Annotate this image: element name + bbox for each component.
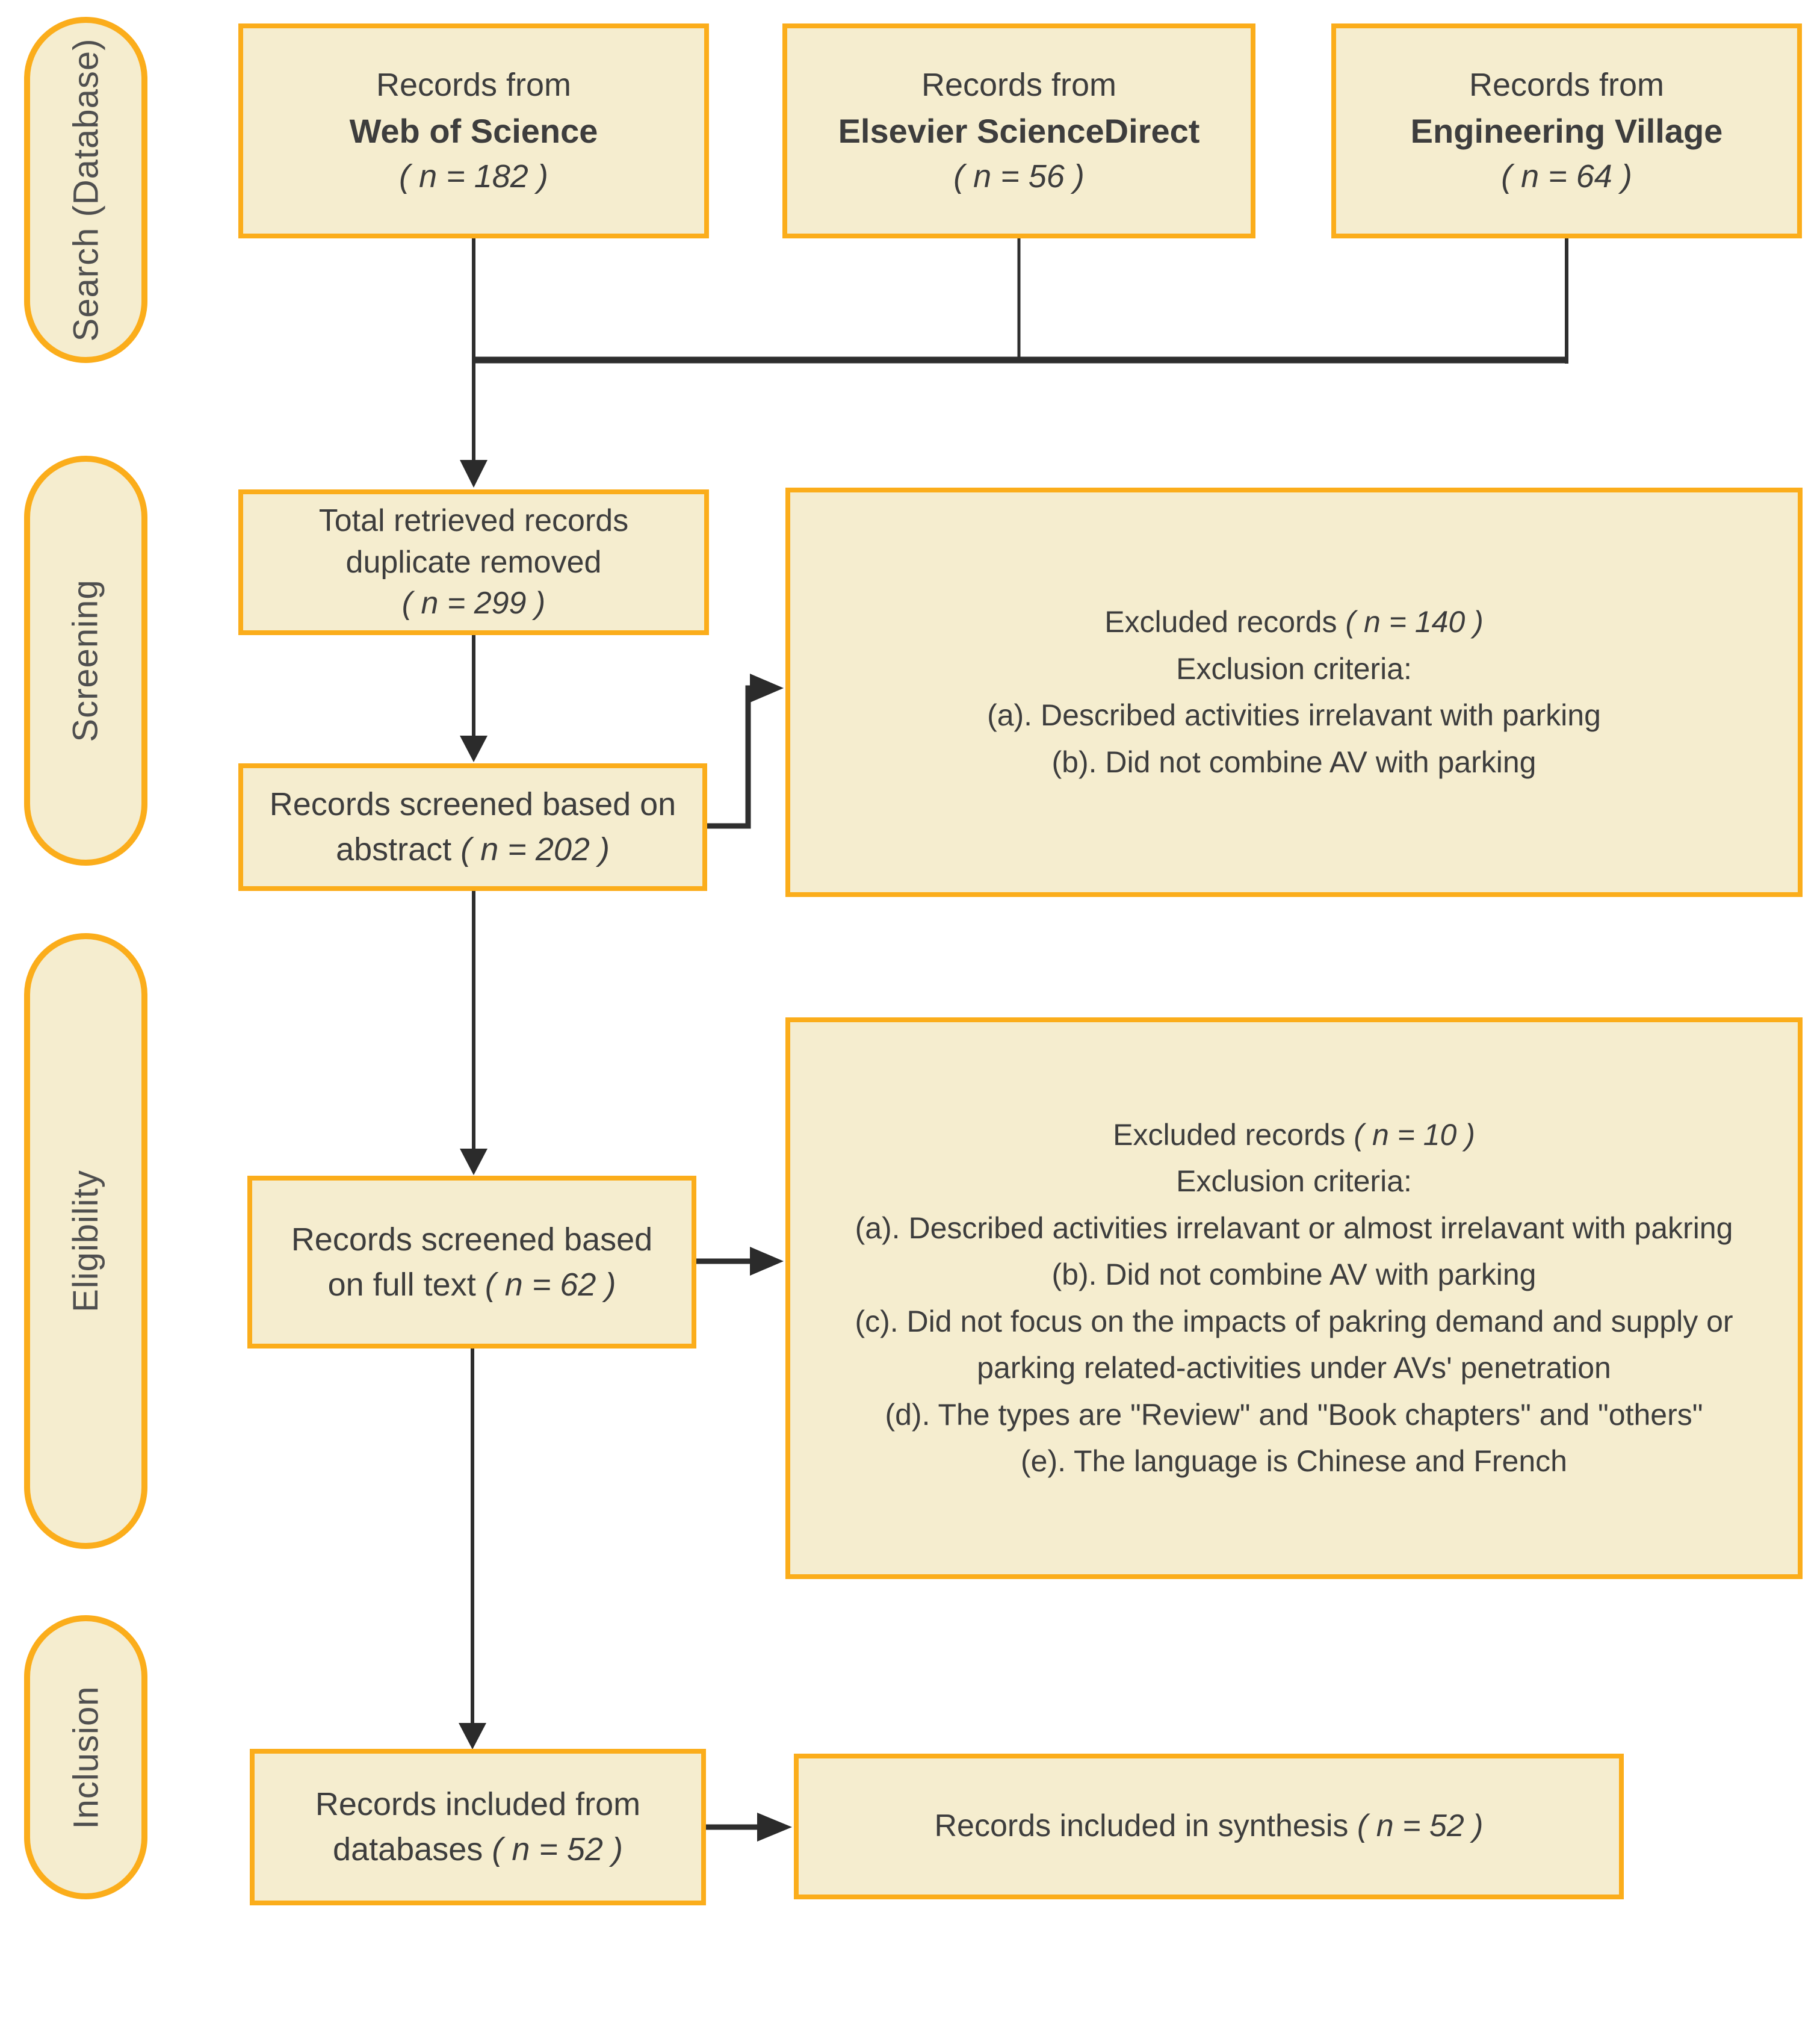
included-count: ( n = 52 ) — [492, 1831, 623, 1867]
excluded1-criterion-a: (a). Described activities irrelavant wit… — [987, 698, 1601, 732]
fulltext-text: Records screened based on full text( n =… — [270, 1217, 673, 1307]
included-label: Records included from databases — [315, 1786, 641, 1867]
excluded1-criterion-b: (b). Did not combine AV with parking — [1051, 745, 1537, 779]
stage-pill-inclusion: Inclusion — [24, 1615, 147, 1899]
source-name: Engineering Village — [1410, 111, 1723, 150]
box-records-elsevier-sciencedirect: Records from Elsevier ScienceDirect ( n … — [782, 23, 1255, 238]
included-text: Records included from databases( n = 52 … — [273, 1782, 683, 1872]
arrowhead-into-fulltext — [460, 1149, 488, 1175]
stage-pill-screening: Screening — [24, 456, 147, 866]
excluded2-count: ( n = 10 ) — [1354, 1117, 1475, 1152]
box-screened-abstract: Records screened based on abstract( n = … — [238, 763, 707, 891]
stage-label-inclusion: Inclusion — [66, 1686, 106, 1829]
stage-pill-eligibility: Eligibility — [24, 933, 147, 1549]
box-screened-fulltext: Records screened based on full text( n =… — [247, 1176, 696, 1348]
synthesis-count: ( n = 52 ) — [1357, 1808, 1484, 1844]
stage-label-eligibility: Eligibility — [66, 1170, 106, 1312]
source-count: ( n = 64 ) — [1501, 158, 1632, 195]
source-line1: Records from — [1469, 67, 1665, 104]
source-line1: Records from — [376, 67, 572, 104]
box-excluded-records-fulltext: Excluded records( n = 10 ) Exclusion cri… — [785, 1017, 1803, 1579]
total-line1: Total retrieved records — [318, 503, 629, 539]
arrowhead-into-abstract — [460, 736, 488, 762]
abstract-label: Records screened based on abstract — [269, 786, 676, 867]
box-included-in-synthesis: Records included in synthesis( n = 52 ) — [794, 1754, 1624, 1899]
box-records-engineering-village: Records from Engineering Village ( n = 6… — [1331, 23, 1802, 238]
stage-label-search-database: Search (Database) — [66, 38, 105, 342]
box-included-from-databases: Records included from databases( n = 52 … — [250, 1749, 706, 1905]
excluded2-criterion-a: (a). Described activities irrelavant or … — [855, 1211, 1733, 1245]
abstract-text: Records screened based on abstract( n = … — [261, 782, 684, 872]
synthesis-text: Records included in synthesis( n = 52 ) — [934, 1805, 1483, 1848]
abstract-count: ( n = 202 ) — [460, 831, 610, 867]
excluded1-subtitle: Exclusion criteria: — [1176, 651, 1412, 686]
source-line1: Records from — [921, 67, 1117, 104]
excluded2-criterion-d: (d). The types are "Review" and "Book ch… — [885, 1397, 1703, 1432]
excluded2-title: Excluded records — [1113, 1117, 1346, 1152]
arrowhead-into-included — [459, 1723, 486, 1749]
arrowhead-into-excluded2 — [750, 1247, 784, 1276]
source-name: Web of Science — [349, 111, 598, 150]
box-total-retrieved: Total retrieved records duplicate remove… — [238, 489, 709, 635]
box-excluded-records-abstract: Excluded records( n = 140 ) Exclusion cr… — [785, 488, 1803, 897]
connector-abstract-to-excluded1 — [707, 685, 751, 829]
total-count: ( n = 299 ) — [401, 586, 546, 621]
stage-label-screening: Screening — [66, 579, 106, 742]
synthesis-label: Records included in synthesis — [934, 1808, 1349, 1844]
excluded2-criterion-b: (b). Did not combine AV with parking — [1051, 1258, 1537, 1291]
total-line2: duplicate removed — [345, 544, 602, 580]
stage-pill-search-database: Search (Database) — [24, 17, 147, 363]
excluded1-title-line: Excluded records( n = 140 ) — [1104, 599, 1484, 646]
source-count: ( n = 182 ) — [399, 158, 548, 195]
fulltext-count: ( n = 62 ) — [484, 1266, 616, 1303]
excluded2-criterion-c: (c). Did not focus on the impacts of pak… — [855, 1304, 1733, 1385]
box-records-web-of-science: Records from Web of Science ( n = 182 ) — [238, 23, 709, 238]
arrowhead-into-excluded1 — [750, 674, 784, 703]
excluded1-title: Excluded records — [1104, 605, 1337, 639]
excluded2-title-line: Excluded records( n = 10 ) — [1113, 1112, 1475, 1159]
fulltext-label: Records screened based on full text — [291, 1221, 653, 1303]
excluded1-count: ( n = 140 ) — [1345, 605, 1484, 639]
arrowhead-into-synthesis — [757, 1813, 792, 1842]
arrowhead-into-total — [460, 460, 488, 488]
source-name: Elsevier ScienceDirect — [838, 111, 1200, 150]
excluded2-criterion-e: (e). The language is Chinese and French — [1021, 1444, 1567, 1478]
excluded2-subtitle: Exclusion criteria: — [1176, 1164, 1412, 1198]
source-count: ( n = 56 ) — [953, 158, 1085, 195]
